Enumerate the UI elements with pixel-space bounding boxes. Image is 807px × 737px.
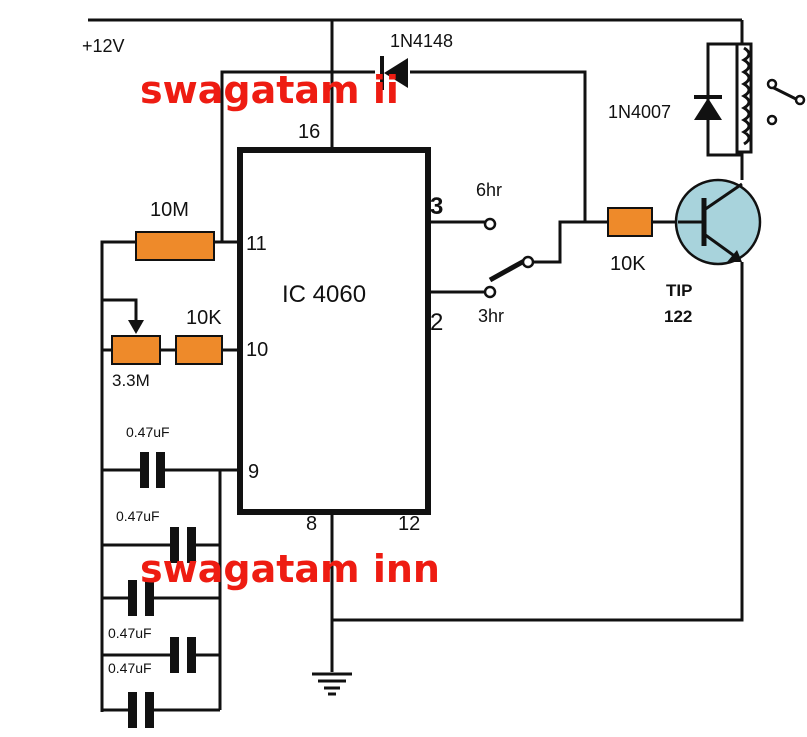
ground-icon: [312, 672, 352, 696]
diode-1n4007-label: 1N4007: [608, 102, 671, 122]
resistor-10k-base-label: 10K: [610, 253, 646, 275]
timer-selector-switch: [483, 217, 535, 299]
transistor-label-line2: 122: [664, 307, 692, 326]
watermark-bottom: swagatam inn: [140, 547, 440, 591]
switch-3hr-label: 3hr: [478, 306, 504, 326]
pin16-label: 16: [298, 121, 320, 143]
pot-wiper-arrow: [128, 320, 144, 334]
resistor-10k-pin10: [175, 335, 223, 365]
potentiometer-3-3m: [111, 335, 161, 365]
pin8-label: 8: [306, 513, 317, 535]
capacitor-1: [140, 452, 149, 488]
ic-4060-body: [237, 147, 431, 515]
watermark-top: swagatam ii: [140, 68, 399, 112]
resistor-10k-pin10-label: 10K: [186, 307, 222, 329]
transistor-tip122: [674, 178, 762, 266]
capacitor-bank: [128, 452, 196, 728]
potentiometer-label: 3.3M: [112, 371, 150, 390]
resistor-10k-base: [607, 207, 653, 237]
pin11-label: 11: [246, 233, 267, 255]
diode-1n4148-label: 1N4148: [390, 31, 453, 51]
resistor-10m: [135, 231, 215, 261]
transistor-label-line1: TIP: [666, 281, 692, 300]
capacitor-4-label: 0.47uF: [108, 660, 152, 676]
capacitor-5: [128, 692, 137, 728]
capacitor-2: [170, 527, 179, 563]
pin12-label: 12: [398, 513, 420, 535]
switch-common-contact: [521, 255, 535, 269]
capacitor-3-label: 0.47uF: [108, 625, 152, 641]
diode-output-wire: [410, 70, 587, 222]
emitter-ground-wire: [332, 262, 744, 622]
supply-label: +12V: [82, 36, 125, 56]
capacitor-2-label: 0.47uF: [116, 508, 160, 524]
ic-name-label: IC 4060: [282, 281, 366, 308]
diode-1n4007: [694, 95, 722, 120]
pot-wiper-wire: [102, 298, 138, 330]
capacitor-3: [128, 580, 137, 616]
switch-6hr-contact: [483, 217, 497, 231]
left-bus-wire: [100, 240, 136, 712]
wires: [88, 18, 744, 712]
capacitor-4: [170, 637, 179, 673]
switch-6hr-label: 6hr: [476, 180, 502, 200]
pin9-label: 9: [248, 461, 259, 483]
capacitor-1-label: 0.47uF: [126, 424, 170, 440]
resistor-10m-label: 10M: [150, 199, 189, 221]
relay-coil-wire: [706, 42, 744, 180]
pin3-label: 3: [430, 193, 443, 220]
switch-common-wire: [532, 220, 608, 264]
pin10-label: 10: [246, 339, 268, 361]
pin2-label: 2: [430, 309, 443, 336]
diode-1n4148: [380, 56, 408, 90]
relay: [735, 42, 806, 154]
switch-3hr-contact: [483, 285, 497, 299]
